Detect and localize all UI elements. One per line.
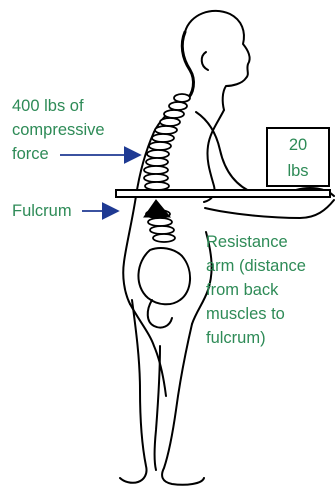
- front-leg: [162, 324, 204, 485]
- weight-value: 20: [268, 135, 328, 156]
- vertebra: [155, 126, 177, 134]
- forearm: [205, 200, 334, 218]
- fulcrum-triangle: [144, 200, 170, 217]
- inner-leg: [155, 346, 161, 470]
- resistance-arm-label-line4: muscles to: [206, 304, 285, 325]
- vertebra: [169, 102, 187, 110]
- vertebra: [149, 142, 171, 150]
- weight-unit: lbs: [268, 161, 328, 182]
- vertebra: [147, 150, 169, 158]
- back-leg: [120, 300, 147, 483]
- weight-box: 20 lbs: [266, 127, 330, 187]
- vertebra: [174, 94, 190, 102]
- vertebra: [152, 134, 174, 142]
- vertebra: [148, 218, 172, 226]
- pelvic-bone: [138, 248, 190, 304]
- compressive-force-label-line1: 400 lbs of: [12, 96, 84, 117]
- compressive-force-label-line2: compressive: [12, 120, 105, 141]
- upper-arm: [196, 112, 256, 194]
- ear: [202, 52, 208, 70]
- head-outline: [185, 11, 250, 110]
- resistance-arm-label-line2: arm (distance: [206, 256, 306, 277]
- resistance-arm-label-line3: from back: [206, 280, 278, 301]
- lever-board: [116, 190, 330, 197]
- resistance-arm-label-line1: Resistance: [206, 232, 288, 253]
- vertebra: [160, 118, 180, 126]
- hair: [182, 32, 193, 100]
- vertebra: [153, 234, 175, 242]
- vertebra: [145, 182, 169, 190]
- vertebra: [164, 110, 184, 118]
- compressive-force-label-line3: force: [12, 144, 49, 165]
- spine: [144, 94, 190, 242]
- vertebra: [150, 226, 174, 234]
- vertebra: [144, 174, 168, 182]
- fulcrum-label: Fulcrum: [12, 201, 72, 222]
- vertebra: [146, 158, 168, 166]
- resistance-arm-label-line5: fulcrum): [206, 328, 266, 349]
- vertebra: [144, 166, 168, 174]
